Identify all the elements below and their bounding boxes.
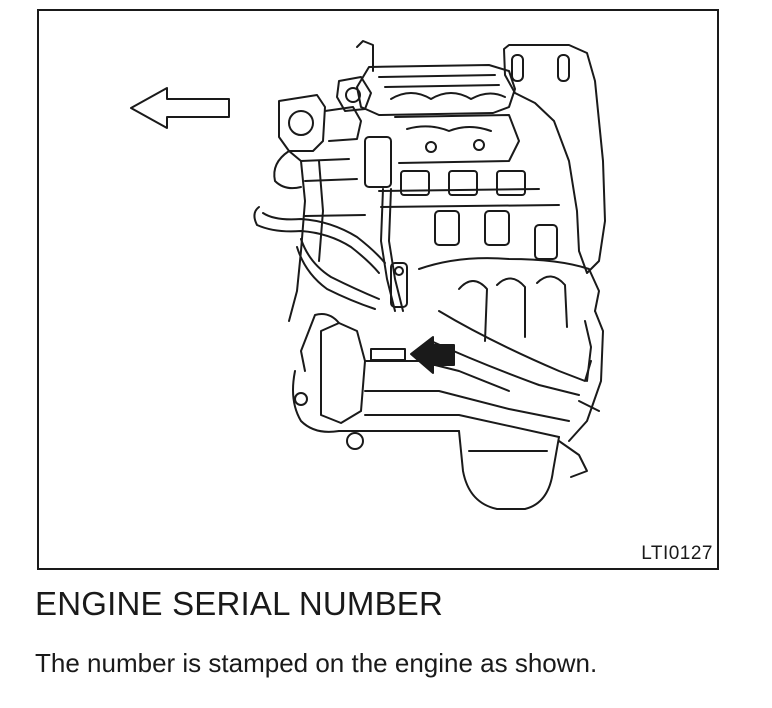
engine-figure: LTI0127 bbox=[37, 9, 719, 570]
engine-mount-bracket bbox=[503, 44, 606, 274]
front-direction-arrow-icon bbox=[130, 87, 230, 129]
figure-code-label: LTI0127 bbox=[641, 543, 713, 564]
figure-caption: The number is stamped on the engine as s… bbox=[35, 648, 598, 678]
serial-number-pointer-arrow-icon bbox=[410, 336, 455, 374]
engine-illustration bbox=[130, 40, 606, 510]
serial-number-stamp-area bbox=[370, 348, 406, 361]
section-heading: ENGINE SERIAL NUMBER bbox=[35, 585, 444, 622]
